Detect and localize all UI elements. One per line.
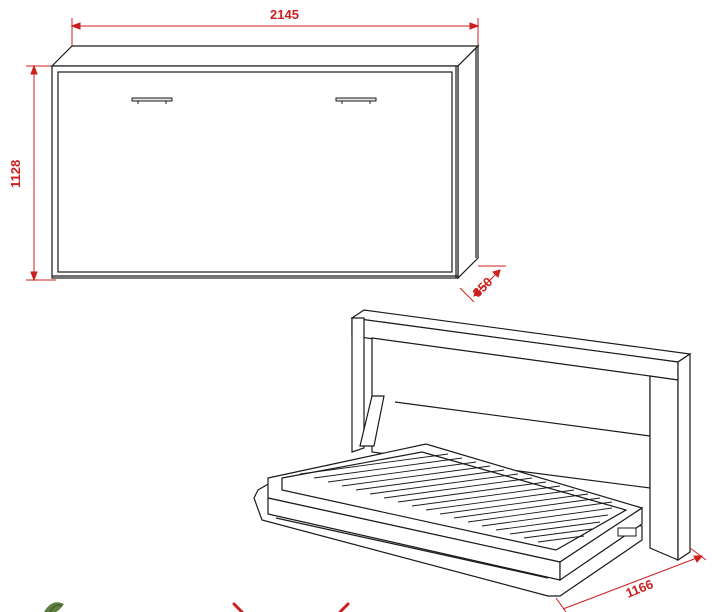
height-dimension	[26, 64, 56, 282]
red-mark-left	[232, 602, 244, 612]
open-cabinet	[350, 309, 692, 562]
bed-hinge-connector	[617, 527, 637, 537]
open-length-dimension	[555, 547, 707, 612]
height-label: 1128	[8, 160, 23, 188]
width-dimension	[70, 18, 480, 50]
bed-slats	[299, 453, 613, 543]
green-mark	[44, 602, 64, 612]
door-handle-left	[131, 97, 173, 104]
open-length-label: 1166	[624, 576, 656, 600]
door-handle-right	[335, 97, 377, 104]
red-mark-right	[338, 602, 350, 612]
width-label: 2145	[270, 7, 299, 22]
closed-cabinet	[50, 44, 480, 280]
depth-dimension	[459, 265, 506, 303]
